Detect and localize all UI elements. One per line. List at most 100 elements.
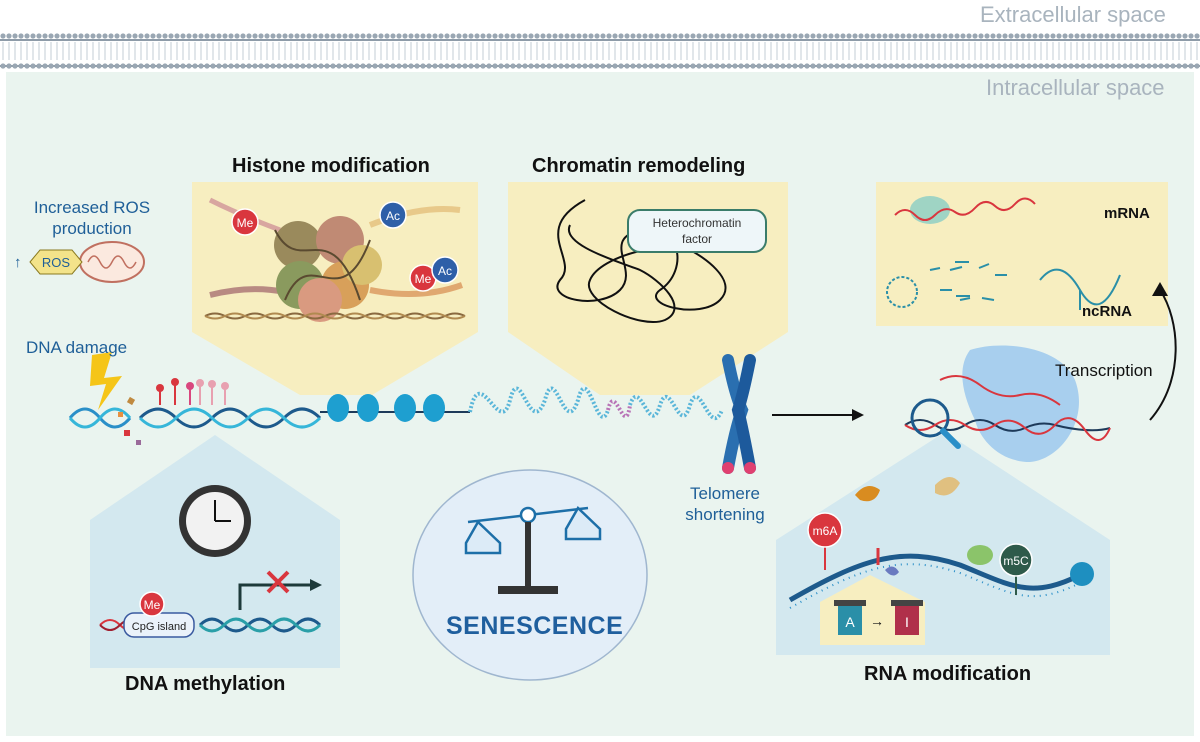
lipid-head (174, 63, 180, 69)
rna-protein-green (967, 545, 993, 565)
lipid-head (318, 33, 324, 39)
lipid-head (312, 33, 318, 39)
lipid-head (606, 33, 612, 39)
lipid-head (240, 33, 246, 39)
lipid-head (1164, 63, 1170, 69)
lipid-head (510, 63, 516, 69)
lipid-head (870, 33, 876, 39)
lipid-head (840, 33, 846, 39)
lipid-head (402, 63, 408, 69)
heterochromatin-factor-label-2: factor (682, 232, 712, 246)
lipid-head (438, 63, 444, 69)
lipid-head (888, 33, 894, 39)
lipid-head (1170, 63, 1176, 69)
lipid-head (1074, 63, 1080, 69)
lipid-head (1110, 63, 1116, 69)
lipid-head (414, 63, 420, 69)
lipid-head (618, 63, 624, 69)
lipid-head (624, 63, 630, 69)
lipid-head (1110, 33, 1116, 39)
ros-up-arrow: ↑ (14, 254, 22, 271)
lipid-head (996, 63, 1002, 69)
lipid-head (876, 33, 882, 39)
lipid-head (408, 33, 414, 39)
lipid-head (390, 33, 396, 39)
lipid-head (342, 33, 348, 39)
lipid-head (846, 63, 852, 69)
lipid-head (780, 63, 786, 69)
lipid-head (1062, 63, 1068, 69)
lipid-head (126, 33, 132, 39)
lipid-head (696, 63, 702, 69)
lipid-head (726, 33, 732, 39)
lipid-head (162, 33, 168, 39)
lipid-head (1152, 63, 1158, 69)
lipid-head (192, 63, 198, 69)
lipid-head (336, 63, 342, 69)
lipid-head (1068, 63, 1074, 69)
lipid-head (678, 63, 684, 69)
lipid-head (300, 63, 306, 69)
lipid-head (462, 63, 468, 69)
lipid-head (882, 33, 888, 39)
lipid-head (576, 63, 582, 69)
lipid-head (396, 63, 402, 69)
lipid-head (858, 63, 864, 69)
lipid-head (516, 33, 522, 39)
lipid-head (216, 33, 222, 39)
lipid-head (1038, 63, 1044, 69)
lipid-head (906, 33, 912, 39)
histone-illustration (204, 197, 466, 322)
lipid-head (792, 63, 798, 69)
lipid-head (258, 63, 264, 69)
lipid-head (132, 33, 138, 39)
lipid-head (276, 33, 282, 39)
lipid-head (1092, 63, 1098, 69)
lipid-head (1080, 33, 1086, 39)
svg-text:Me: Me (144, 598, 161, 612)
lipid-head (942, 33, 948, 39)
lipid-head (1152, 33, 1158, 39)
lipid-head (942, 63, 948, 69)
lipid-head (1194, 33, 1200, 39)
lipid-head (744, 63, 750, 69)
svg-text:Ac: Ac (438, 264, 452, 278)
mrna-illustration (894, 196, 1036, 224)
lipid-head (42, 63, 48, 69)
lipid-head (48, 63, 54, 69)
lipid-head (198, 63, 204, 69)
lipid-head (978, 33, 984, 39)
lipid-head (438, 33, 444, 39)
lipid-head (186, 63, 192, 69)
lipid-head (12, 33, 18, 39)
lipid-head (450, 33, 456, 39)
lipid-head (126, 63, 132, 69)
lipid-head (210, 63, 216, 69)
telomere-shortening-text: Telomere shortening (685, 484, 765, 524)
lipid-head (540, 63, 546, 69)
lipid-head (834, 33, 840, 39)
lipid-head (828, 33, 834, 39)
transcription-arrow (1149, 282, 1177, 421)
lipid-head (264, 33, 270, 39)
lipid-head (630, 63, 636, 69)
lipid-head (852, 33, 858, 39)
lipid-head (648, 33, 654, 39)
lipid-head (936, 33, 942, 39)
lipid-head (504, 63, 510, 69)
lipid-head (642, 33, 648, 39)
lipid-head (168, 63, 174, 69)
lipid-head (594, 63, 600, 69)
lipid-head (624, 33, 630, 39)
svg-text:A: A (845, 614, 855, 630)
me-marker-histone-1: Me (231, 208, 259, 236)
lipid-head (666, 63, 672, 69)
ac-marker-histone-1: Ac (379, 201, 407, 229)
lipid-head (264, 63, 270, 69)
lipid-head (888, 63, 894, 69)
lipid-head (894, 33, 900, 39)
lipid-head (720, 33, 726, 39)
lipid-head (432, 33, 438, 39)
lipid-head (570, 33, 576, 39)
lipid-head (348, 63, 354, 69)
